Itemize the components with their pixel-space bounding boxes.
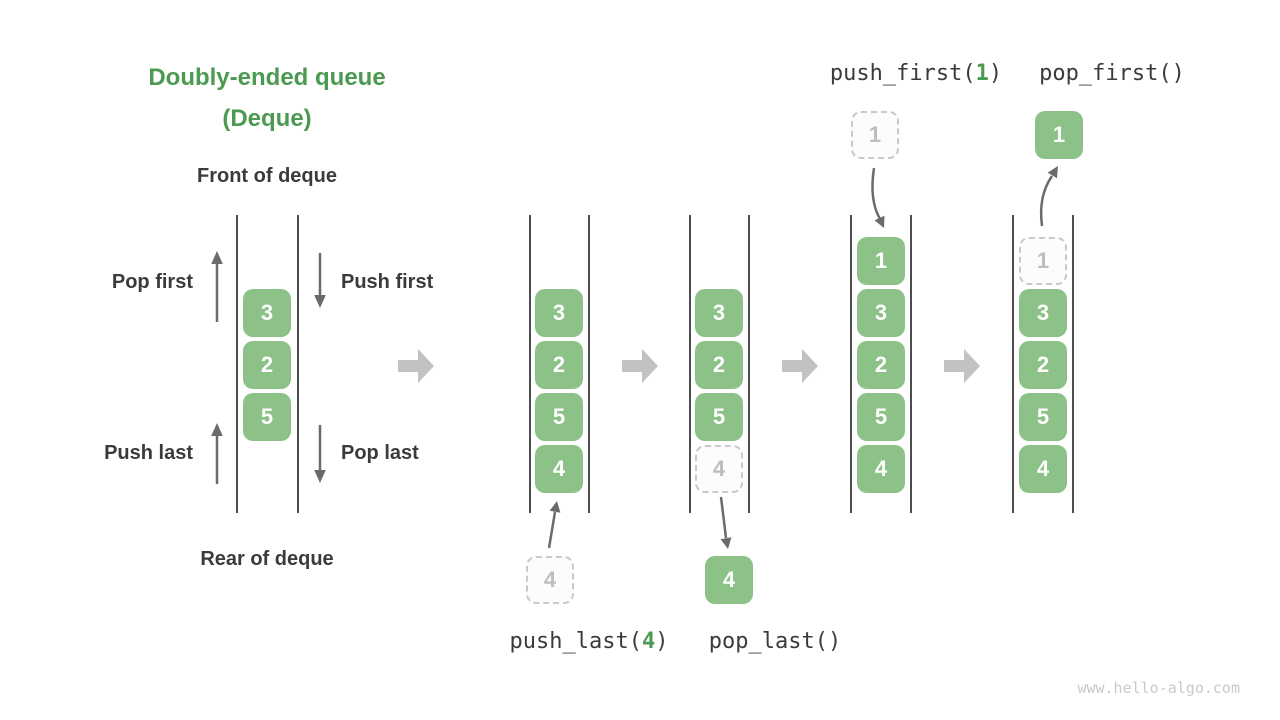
push-first-incoming-cell: 1 [851, 111, 899, 159]
queue-cell: 2 [857, 341, 905, 389]
push-last-call-close: ) [655, 629, 669, 654]
queue3-right-wall [748, 215, 750, 513]
queue1-right-wall [297, 215, 299, 513]
rear-of-deque-label: Rear of deque [200, 548, 334, 570]
pop-first-remove-arrow [1039, 166, 1058, 227]
queue5-left-wall [1012, 215, 1014, 513]
queue-cell: 3 [243, 289, 291, 337]
queue4-right-wall [910, 215, 912, 513]
queue-cell-ghost: 4 [695, 445, 743, 493]
transition-arrow-1 [398, 349, 434, 383]
push-last-label: Push last [104, 442, 193, 464]
transition-arrow-3 [782, 349, 818, 383]
queue-cell: 2 [695, 341, 743, 389]
push-last-up-arrow [211, 423, 223, 484]
transition-arrow-2 [622, 349, 658, 383]
push-last-call-arg: 4 [641, 629, 656, 654]
push-first-label: Push first [341, 271, 434, 293]
diagram-title-line1: Doubly-ended queue [148, 64, 386, 91]
diagram-title: Doubly-ended queue (Deque) [117, 57, 417, 139]
pop-last-down-arrow [314, 425, 326, 483]
queue3-left-wall [689, 215, 691, 513]
queue4-left-wall [850, 215, 852, 513]
queue-cell: 3 [695, 289, 743, 337]
push-first-insert-arrow [871, 167, 885, 228]
pop-first-removed-cell: 1 [1035, 111, 1083, 159]
queue-cell: 5 [243, 393, 291, 441]
queue-cell: 3 [535, 289, 583, 337]
queue5-right-wall [1072, 215, 1074, 513]
queue-cell: 5 [535, 393, 583, 441]
queue-cell: 4 [857, 445, 905, 493]
push-first-call-arg: 1 [975, 61, 989, 86]
queue1-left-wall [236, 215, 238, 513]
queue-cell: 3 [857, 289, 905, 337]
queue2-left-wall [529, 215, 531, 513]
pop-last-remove-arrow [719, 496, 732, 549]
queue-cell: 2 [535, 341, 583, 389]
pop-first-call-text: pop_first() [1039, 61, 1185, 86]
push-last-call-text: push_last( [509, 629, 642, 654]
pop-last-call-label: pop_last() [665, 629, 885, 654]
pop-last-removed-cell: 4 [705, 556, 753, 604]
push-first-call-close: ) [988, 61, 1003, 86]
queue-cell: 2 [243, 341, 291, 389]
queue-cell: 5 [695, 393, 743, 441]
queue-cell: 4 [535, 445, 583, 493]
pop-first-call-label: pop_first() [1002, 61, 1222, 86]
push-first-call-label: push_first(1) [806, 61, 1026, 86]
push-last-incoming-cell: 4 [526, 556, 574, 604]
pop-first-label: Pop first [111, 271, 193, 293]
front-of-deque-label: Front of deque [197, 165, 337, 187]
push-first-down-arrow [314, 253, 326, 308]
queue-cell-ghost: 1 [1019, 237, 1067, 285]
pop-first-up-arrow [211, 251, 223, 322]
queue-cell: 5 [857, 393, 905, 441]
pop-last-call-text: pop_last() [708, 629, 842, 654]
push-last-insert-arrow [547, 501, 561, 549]
push-last-call-label: push_last(4) [479, 629, 699, 654]
queue-cell: 3 [1019, 289, 1067, 337]
push-first-call-text: push_first( [829, 61, 976, 86]
watermark: www.hello-algo.com [1077, 679, 1240, 697]
transition-arrow-4 [944, 349, 980, 383]
diagram-title-line2: (Deque) [222, 105, 312, 132]
pop-last-label: Pop last [341, 442, 419, 464]
queue-cell: 2 [1019, 341, 1067, 389]
queue-cell: 1 [857, 237, 905, 285]
queue-cell: 4 [1019, 445, 1067, 493]
queue-cell: 5 [1019, 393, 1067, 441]
queue2-right-wall [588, 215, 590, 513]
